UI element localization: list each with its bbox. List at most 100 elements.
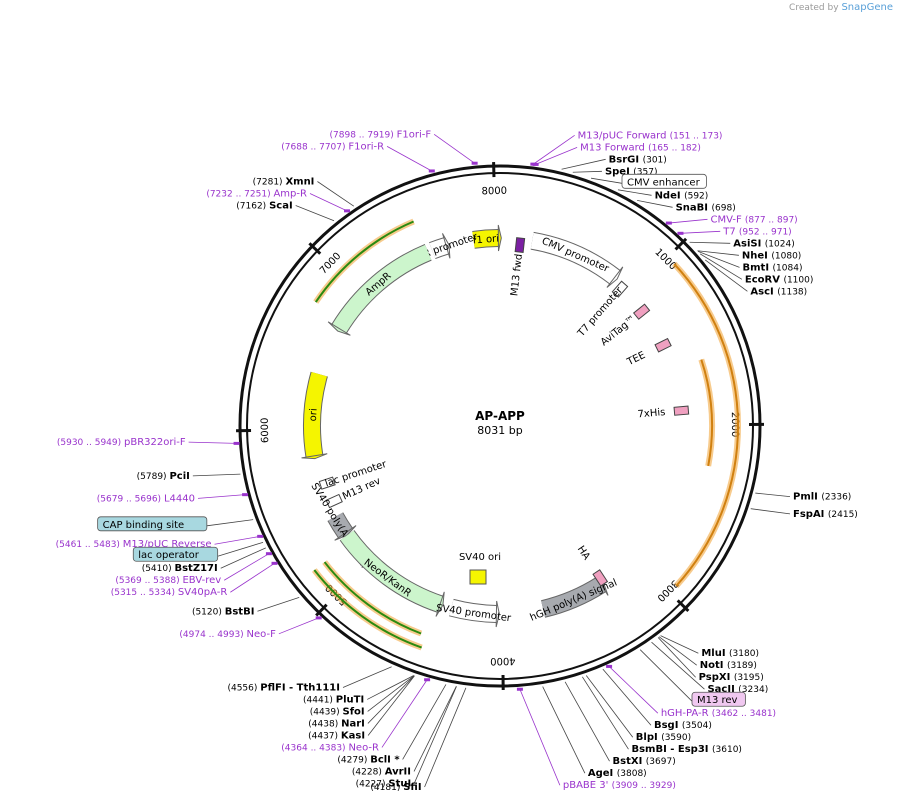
site-label: (4181) SfiI [370, 782, 421, 793]
site-label: AsiSI (1024) [733, 238, 794, 249]
site-label: EcoRV (1100) [745, 274, 814, 285]
site-label: M13/pUC Forward (151 .. 173) [578, 130, 723, 141]
primer-mark [424, 678, 431, 682]
plasmid-length: 8031 bp [477, 424, 522, 437]
site-name: PspXI [699, 672, 734, 683]
site-position: (3189) [727, 661, 757, 671]
leader-line [617, 189, 652, 196]
feature-label: M13 fwd [509, 253, 525, 296]
site-position: (4439) [310, 707, 343, 717]
site-label: pBABE 3' (3909 .. 3929) [563, 780, 676, 791]
site-position: (4181) [370, 783, 403, 793]
feature-label: 7xHis [637, 407, 666, 420]
box-label: M13 rev [697, 695, 738, 706]
site-position: (1024) [765, 239, 795, 249]
site-label: (4364 .. 4383) Neo-R [281, 742, 379, 753]
site-name: Neo-R [348, 742, 379, 753]
site-name: NheI [742, 250, 771, 261]
site-name: NotI [700, 660, 727, 671]
site-name: SfiI [403, 782, 421, 793]
site-label: (4227) StuI [356, 778, 412, 789]
site-position: (4228) [352, 767, 385, 777]
feature-arrowhead [497, 224, 502, 252]
leader-line [657, 637, 696, 678]
leader-line [704, 259, 748, 292]
leader-line [188, 441, 237, 444]
site-name: StuI [388, 778, 411, 789]
feature-marker [325, 493, 343, 509]
leader-line [689, 241, 731, 244]
site-name: SV40pA-R [178, 587, 227, 598]
label-box [132, 546, 219, 562]
tick-mark [676, 599, 690, 613]
site-label: BlpI (3590) [636, 732, 691, 743]
leader-line [257, 597, 300, 612]
site-position: (7232 .. 7251) [206, 190, 273, 200]
site-label: BsmBI - Esp3I (3610) [631, 744, 742, 755]
site-position: (4556) [227, 683, 260, 693]
leader-line [381, 679, 428, 748]
leader-line [639, 649, 693, 702]
site-position: (3195) [734, 673, 764, 683]
site-name: FspAI [793, 509, 828, 520]
leader-line [192, 473, 241, 477]
feature-label: HA [575, 544, 592, 562]
site-position: (4364 .. 4383) [281, 743, 348, 753]
leader-line [608, 666, 659, 714]
site-position: (3590) [661, 733, 691, 743]
leader-line [582, 676, 629, 750]
feature-arrowhead [495, 600, 500, 628]
site-label: (4437) KasI [308, 730, 365, 741]
primer-mark [606, 664, 613, 668]
site-position: (357) [633, 167, 657, 177]
site-name: BstXI [613, 756, 646, 767]
site-name: NdeI [655, 190, 685, 201]
feature-label: SV40 ori [459, 552, 501, 563]
site-label: CMV-F (877 .. 897) [710, 214, 797, 225]
leader-line [680, 230, 721, 234]
leader-line [413, 686, 457, 772]
site-label: (4974 .. 4993) Neo-F [179, 629, 276, 640]
leader-line [755, 492, 791, 498]
tick-label: 4000 [490, 655, 516, 666]
site-position: (1080) [771, 251, 801, 261]
site-label: (5930 .. 5949) pBR322ori-F [57, 437, 186, 448]
site-name: BsmBI - Esp3I [631, 744, 712, 755]
feature-arrowhead [435, 591, 445, 617]
site-position: (5410) [142, 564, 175, 574]
feature-label: f1 ori [473, 234, 500, 247]
site-label: BsrGI (301) [609, 154, 667, 165]
site-name: AvrII [385, 766, 411, 777]
leader-line [572, 170, 602, 173]
feature-marker [318, 476, 336, 490]
tick-label: 2000 [729, 412, 740, 438]
feature-marker [611, 280, 629, 298]
orf-arc-core [323, 561, 422, 635]
site-position: (592) [684, 191, 708, 201]
leader-line [217, 541, 264, 557]
tick-label: 1000 [652, 247, 678, 273]
site-label: NdeI (592) [655, 190, 709, 201]
label-box [621, 173, 707, 189]
site-label: (4228) AvrII [352, 766, 411, 777]
tick-label: 6000 [260, 417, 271, 443]
site-name: EBV-rev [182, 575, 221, 586]
site-name: L4440 [164, 493, 195, 504]
site-name: M13/pUC Reverse [123, 539, 212, 550]
leader-line [367, 675, 415, 724]
leader-line [602, 668, 652, 726]
box-label: CMV enhancer [627, 177, 701, 188]
site-label: T7 (952 .. 971) [722, 226, 791, 237]
brand-prefix: Created by [789, 3, 839, 13]
site-position: (952 .. 971) [739, 227, 792, 237]
leader-line [278, 617, 319, 635]
site-name: KasI [341, 730, 365, 741]
site-label: (7688 .. 7707) F1ori-R [281, 141, 384, 152]
orf-arc-core [700, 359, 713, 467]
site-name: T7 [722, 226, 739, 237]
feature-sv40-ori [469, 569, 487, 585]
leader-line [367, 675, 414, 700]
site-label: (4279) BclI * [337, 754, 400, 765]
leader-line [424, 687, 467, 788]
